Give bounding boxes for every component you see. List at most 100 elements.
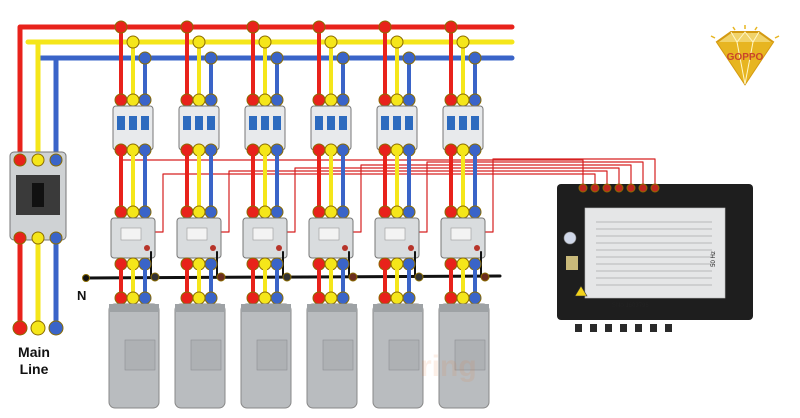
mcb-toggle — [207, 116, 215, 130]
capacitor-terminal — [114, 291, 128, 305]
contactor-terminal — [114, 205, 128, 219]
controller-bottom-terminal — [650, 324, 657, 332]
controller-terminal — [638, 183, 648, 193]
capacitor-terminal — [270, 291, 284, 305]
contactor-coil-indicator — [210, 245, 216, 251]
bus-tap — [204, 51, 218, 65]
controller-terminal — [578, 183, 588, 193]
capacitor-cap — [373, 304, 423, 312]
capacitor-terminal — [258, 291, 272, 305]
contactor-terminal — [324, 205, 338, 219]
capacitor-label — [322, 339, 354, 371]
bus-tap — [312, 20, 326, 34]
bus-tap — [180, 20, 194, 34]
mcb-terminal — [180, 93, 194, 107]
neutral-terminal — [82, 274, 90, 282]
warning-icon — [574, 285, 588, 297]
contactor-terminal — [336, 205, 350, 219]
contactor-window — [252, 227, 274, 241]
bus-tap — [258, 35, 272, 49]
controller-bottom-terminal — [590, 324, 597, 332]
main-breaker-terminal — [49, 153, 63, 167]
mcb-terminal — [378, 93, 392, 107]
mcb-toggle — [339, 116, 347, 130]
bus-tap — [126, 35, 140, 49]
neutral-terminal — [348, 272, 358, 282]
mcb-terminal — [246, 93, 260, 107]
capacitor-terminal — [180, 291, 194, 305]
bus-tap — [270, 51, 284, 65]
capacitor-label — [256, 339, 288, 371]
mcb-terminal — [336, 93, 350, 107]
bus-tap — [456, 35, 470, 49]
capacitor-terminal — [312, 291, 326, 305]
mcb-terminal — [192, 93, 206, 107]
mcb-toggle — [327, 116, 335, 130]
mcb-terminal — [138, 93, 152, 107]
contactor-coil-indicator — [408, 245, 414, 251]
contactor-terminal — [444, 205, 458, 219]
main-breaker-terminal — [31, 153, 45, 167]
mcb-toggle — [249, 116, 257, 130]
capacitor-cap — [439, 304, 489, 312]
contactor-terminal — [126, 205, 140, 219]
capacitor-terminal — [204, 291, 218, 305]
bus-tap — [246, 20, 260, 34]
bus-tap — [114, 20, 128, 34]
capacitor-cap — [241, 304, 291, 312]
contactor-window — [318, 227, 340, 241]
capacitor-terminal — [378, 291, 392, 305]
mcb-terminal — [324, 93, 338, 107]
contactor-terminal — [390, 205, 404, 219]
mcb-toggle — [447, 116, 455, 130]
controller-connector — [566, 256, 578, 270]
controller-bottom-terminal — [635, 324, 642, 332]
main-breaker-terminal — [13, 231, 27, 245]
mcb-toggle — [129, 116, 137, 130]
capacitor-label — [190, 339, 222, 371]
contactor-terminal — [456, 205, 470, 219]
main-breaker-terminal — [13, 153, 27, 167]
capacitor-terminal — [468, 291, 482, 305]
mcb-terminal — [114, 93, 128, 107]
capacitor-terminal — [192, 291, 206, 305]
main-breaker-handle — [32, 183, 44, 207]
mcb-toggle — [261, 116, 269, 130]
neutral-terminal — [414, 272, 424, 282]
capacitor-terminal — [138, 291, 152, 305]
mcb-terminal — [258, 93, 272, 107]
bus-tap — [336, 51, 350, 65]
bus-tap — [444, 20, 458, 34]
contactor-coil-indicator — [276, 245, 282, 251]
main-line-terminal — [30, 320, 46, 336]
contactor-terminal — [180, 205, 194, 219]
capacitor-label — [124, 339, 156, 371]
mcb-terminal — [402, 93, 416, 107]
mcb-terminal — [126, 93, 140, 107]
capacitor-label — [454, 339, 486, 371]
bus-tap — [324, 35, 338, 49]
goppo-logo — [705, 24, 785, 90]
capacitor-label — [388, 339, 420, 371]
contactor-window — [120, 227, 142, 241]
contactor-terminal — [468, 205, 482, 219]
capacitor-terminal — [390, 291, 404, 305]
bus-tap — [390, 35, 404, 49]
capacitor-terminal — [324, 291, 338, 305]
neutral-terminal — [150, 272, 160, 282]
mcb-toggle — [315, 116, 323, 130]
bus-tap — [468, 51, 482, 65]
capacitor-terminal — [402, 291, 416, 305]
contactor-terminal — [258, 205, 272, 219]
mcb-terminal — [270, 93, 284, 107]
capacitor-terminal — [126, 291, 140, 305]
controller-panel — [584, 207, 726, 299]
watermark-text: ring — [420, 350, 477, 383]
contactor-terminal — [402, 205, 416, 219]
control-wire — [215, 170, 608, 233]
controller-frequency: 50 Hz — [710, 251, 717, 267]
controller-bottom-terminal — [665, 324, 672, 332]
contactor-terminal — [192, 205, 206, 219]
controller-bottom-terminal — [620, 324, 627, 332]
mcb-toggle — [405, 116, 413, 130]
